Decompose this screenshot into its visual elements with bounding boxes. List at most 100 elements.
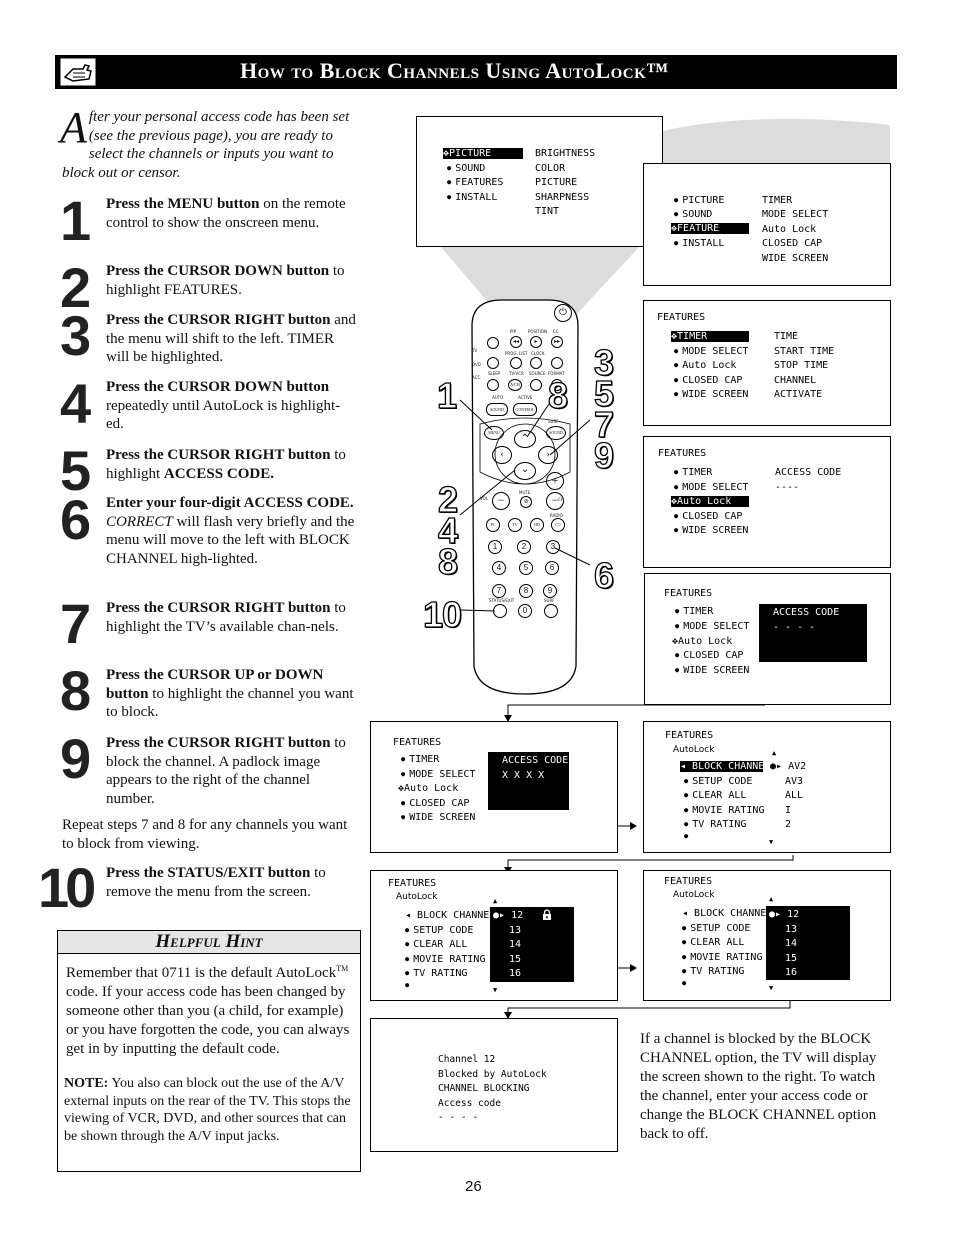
remote-button[interactable] xyxy=(487,337,499,349)
surf-button[interactable] xyxy=(544,604,558,618)
submenu-item: COLOR xyxy=(535,163,566,174)
step-number: 6 xyxy=(60,488,91,551)
remote-button[interactable] xyxy=(530,357,542,369)
step-text: Press the MENU button on the remote cont… xyxy=(106,195,356,232)
submenu-item: PICTURE xyxy=(535,177,578,188)
digit-9-button[interactable]: 9 xyxy=(543,584,557,598)
step-text: Press the CURSOR UP or DOWN button to hi… xyxy=(106,666,356,722)
repeat-note: Repeat steps 7 and 8 for any channels yo… xyxy=(62,817,348,852)
access-code-value: - - - - xyxy=(773,622,816,633)
remote-button[interactable] xyxy=(551,379,563,391)
play-button[interactable]: ▸ xyxy=(530,336,542,348)
bullet-icon: ● xyxy=(682,979,687,987)
step-number: 1 xyxy=(60,189,91,252)
menu-header: FEATURES xyxy=(664,588,713,599)
message-line: Channel 12 xyxy=(438,1054,496,1065)
menu-item: SETUP CODE xyxy=(684,776,752,787)
submenu-item: CHANNEL xyxy=(774,375,817,386)
step-detail: to highlight xyxy=(106,447,346,482)
hint-title: Helpful Hint xyxy=(58,931,360,954)
step-text: Press the CURSOR RIGHT button to highlig… xyxy=(106,446,356,483)
step-number: 9 xyxy=(60,727,91,790)
menu-screen-main: ✥PICTURE SOUND FEATURES INSTALL BRIGHTNE… xyxy=(416,116,663,247)
menu-item-selected: ✥Auto Lock xyxy=(672,636,733,647)
step-action: Enter your four-digit ACCESS CODE. xyxy=(106,495,354,511)
note-label: NOTE: xyxy=(64,1076,109,1091)
auto-sound-button[interactable]: SOUND xyxy=(486,403,508,416)
menu-header: FEATURES xyxy=(658,448,707,459)
menu-item: MOVIE RATING xyxy=(682,952,762,963)
step-text: Press the CURSOR RIGHT button and the me… xyxy=(106,311,356,367)
submenu-item: WIDE SCREEN xyxy=(762,253,829,264)
menu-item-highlighted: ✥FEATURE xyxy=(671,223,749,234)
remote-control: ⏻ PIP POSITION CC ◂◂ ▸ ▸▸ TV DVD ACC PRO… xyxy=(462,296,588,696)
remote-button[interactable] xyxy=(510,357,522,369)
sleep-label: SLEEP xyxy=(488,371,501,376)
cursor-right-button[interactable]: › xyxy=(538,446,558,464)
step-action: Press the CURSOR DOWN button xyxy=(106,263,330,279)
power-button[interactable]: ⏻ xyxy=(554,304,572,322)
connector-line xyxy=(507,855,794,869)
digit-8-button[interactable]: 8 xyxy=(519,584,533,598)
remote-button[interactable] xyxy=(487,379,499,391)
digit-5-button[interactable]: 5 xyxy=(519,561,533,575)
menu-button[interactable]: MENU xyxy=(484,426,504,440)
a-ch-button[interactable]: A/CH xyxy=(508,379,522,391)
menu-item: CLOSED CAP xyxy=(675,650,743,661)
message-line: Access code xyxy=(438,1098,501,1109)
access-code-label: ACCESS CODE xyxy=(773,607,840,618)
step-number: 2 xyxy=(60,256,91,319)
digit-6-button[interactable]: 6 xyxy=(545,561,559,575)
callout-step-9: 9 xyxy=(593,435,614,476)
active-control-button[interactable]: CONTROL xyxy=(513,403,537,416)
channel-up-button[interactable]: + xyxy=(546,472,564,490)
status-exit-label: STATUS/EXIT xyxy=(489,598,515,603)
submenu-item: Auto Lock xyxy=(762,224,817,235)
remote-button[interactable] xyxy=(530,379,542,391)
menu-item: TV RATING xyxy=(684,819,746,830)
digit-7-button[interactable]: 7 xyxy=(492,584,506,598)
active-label: ACTIVE xyxy=(518,395,533,400)
step-text: Press the STATUS/EXIT button to remove t… xyxy=(106,864,356,901)
format-label: FORMAT xyxy=(548,371,565,376)
tv-button[interactable]: TV xyxy=(508,518,522,532)
mute-button[interactable]: ⊘ xyxy=(520,496,532,508)
sound-button[interactable]: SOUND xyxy=(546,426,566,440)
drop-cap: A xyxy=(60,103,87,152)
remote-button[interactable] xyxy=(551,357,563,369)
digit-0-button[interactable]: 0 xyxy=(518,604,532,618)
menu-screen-block-channel: FEATURES AutoLock ▲ ◂ BLOCK CHANNEL SETU… xyxy=(643,721,891,853)
digit-2-button[interactable]: 2 xyxy=(517,540,531,554)
cursor-up-button[interactable]: ⌃ xyxy=(514,430,536,448)
channel-option: 14 xyxy=(785,938,798,949)
submenu-item: TIME xyxy=(774,331,799,342)
channel-option: 16 xyxy=(785,967,798,978)
fast-forward-button[interactable]: ▸▸ xyxy=(551,336,563,348)
scroll-up-icon: ▲ xyxy=(493,897,498,905)
step-action: Press the CURSOR RIGHT button xyxy=(106,600,331,616)
clock-label: CLOCK xyxy=(531,351,545,356)
radio-button[interactable]: ▭ xyxy=(551,518,565,532)
scroll-up-icon: ▲ xyxy=(772,749,777,757)
digit-1-button[interactable]: 1 xyxy=(488,540,502,554)
pc-button[interactable]: PC xyxy=(486,518,500,532)
step-text: Press the CURSOR DOWN button repeatedly … xyxy=(106,378,356,434)
menu-screen-timer: FEATURES ✥TIMER MODE SELECT Auto Lock CL… xyxy=(643,300,891,426)
message-line: - - - - xyxy=(438,1112,479,1123)
callout-step-1: 1 xyxy=(436,375,457,416)
rewind-button[interactable]: ◂◂ xyxy=(510,336,522,348)
acc-mode-label: ACC xyxy=(472,375,481,380)
volume-down-button[interactable]: − xyxy=(492,492,510,510)
step-text: Press the CURSOR DOWN button to highligh… xyxy=(106,262,356,299)
menu-item-highlighted: ✥PICTURE xyxy=(443,148,523,159)
digit-4-button[interactable]: 4 xyxy=(492,561,506,575)
hd-button[interactable]: HD xyxy=(530,518,544,532)
channel-down-button[interactable]: − xyxy=(546,492,564,510)
cursor-left-button[interactable]: ‹ xyxy=(492,446,512,464)
remote-button[interactable] xyxy=(487,357,499,369)
submenu-item: SHARPNESS xyxy=(535,192,590,203)
step-action: Press the CURSOR DOWN button xyxy=(106,379,330,395)
menu-item: SETUP CODE xyxy=(682,923,750,934)
digit-3-button[interactable]: 3 xyxy=(546,540,560,554)
